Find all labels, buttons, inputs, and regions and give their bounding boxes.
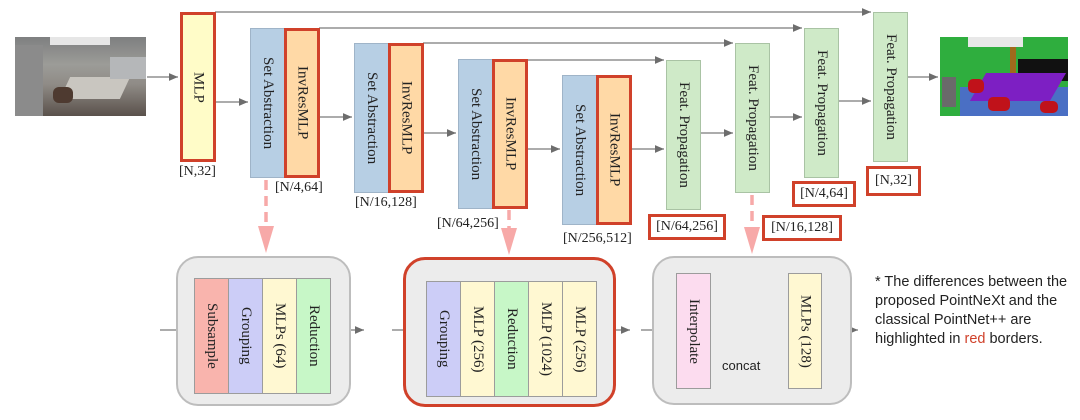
invresmlp-cells: Grouping MLP (256) Reduction MLP (1024) … (426, 281, 597, 397)
stage2-dims-label: [N/16,128] (355, 195, 417, 210)
set-abstraction-label-1: Set Abstraction (260, 56, 276, 150)
legend-note: * The differences between the proposed P… (875, 273, 1075, 349)
dashed-arrowhead-sa1 (258, 226, 274, 253)
irm-cell-grouping: Grouping (426, 281, 461, 397)
feat-propagation-label-2: Feat. Propagation (745, 65, 761, 171)
note-prefix: * The differences between the proposed P… (875, 274, 1068, 347)
feat-propagation-label-1: Feat. Propagation (676, 82, 692, 188)
seg-table (969, 73, 1067, 101)
seg-chairs-3 (1040, 101, 1058, 113)
sa-cell-reduction-label: Reduction (306, 305, 322, 367)
set-abstraction-label-3: Set Abstraction (468, 87, 484, 181)
seg-column (1010, 47, 1016, 79)
feat-propagation-label-4: Feat. Propagation (883, 34, 899, 140)
seg-wall-board (942, 77, 956, 107)
room-wall-left (15, 45, 43, 116)
irm-cell-mlp-256-out-label: MLP (256) (572, 305, 588, 373)
fp4-dims-box: [N,32] (866, 166, 921, 196)
set-abstraction-block-2: Set Abstraction (354, 43, 389, 193)
invresmlp-block-2: InvResMLP (388, 43, 424, 193)
ceiling-lights (50, 37, 110, 45)
sa-cell-reduction: Reduction (297, 278, 331, 394)
stem-dims-label: [N,32] (179, 164, 216, 179)
stem-mlp-label: MLP (190, 71, 207, 103)
feat-propagation-block-2: Feat. Propagation (735, 43, 770, 193)
set-abstraction-label-4: Set Abstraction (572, 103, 588, 197)
feat-propagation-block-4: Feat. Propagation (873, 12, 908, 162)
fp2-dims-box: [N/16,128] (762, 215, 842, 241)
feat-propagation-label-3: Feat. Propagation (814, 50, 830, 156)
irm-cell-mlp-1024: MLP (1024) (529, 281, 563, 397)
sa-cell-mlps: MLPs (64) (263, 278, 297, 394)
invresmlp-block-4: InvResMLP (596, 75, 632, 225)
sa-cell-subsample: Subsample (194, 278, 229, 394)
fp-cell-interpolate-label: Interpolate (686, 298, 702, 364)
fp3-dims-box: [N/4,64] (792, 181, 856, 207)
irm-cell-mlp-1024-label: MLP (1024) (538, 301, 554, 377)
irm-cell-reduction: Reduction (495, 281, 529, 397)
concat-label: concat (722, 358, 761, 373)
irm-cell-mlp-256: MLP (256) (461, 281, 495, 397)
invresmlp-label-1: InvResMLP (294, 66, 311, 140)
seg-ceiling (968, 37, 1023, 47)
seg-chairs (968, 79, 984, 93)
fp-cell-interpolate: Interpolate (676, 273, 711, 389)
irm-cell-reduction-label: Reduction (504, 308, 520, 370)
sa-cell-grouping-label: Grouping (238, 307, 254, 365)
irm-cell-mlp-256-out: MLP (256) (563, 281, 597, 397)
fp1-dims-box: [N/64,256] (648, 214, 726, 240)
invresmlp-label-3: InvResMLP (502, 97, 519, 171)
set-abstraction-block-3: Set Abstraction (458, 59, 493, 209)
note-highlight: red (964, 331, 986, 347)
irm-cell-grouping-label: Grouping (436, 310, 452, 368)
sa-cell-grouping: Grouping (229, 278, 263, 394)
feat-propagation-block-3: Feat. Propagation (804, 28, 839, 178)
stage3-dims-label: [N/64,256] (437, 216, 499, 231)
stage4-dims-label: [N/256,512] (563, 231, 632, 246)
seg-chairs-2 (988, 97, 1010, 111)
fp-cell-mlps-label: MLPs (128) (797, 294, 814, 368)
invresmlp-label-2: InvResMLP (398, 81, 415, 155)
stage1-dims-label: [N/4,64] (275, 180, 323, 195)
feat-propagation-block-1: Feat. Propagation (666, 60, 701, 210)
set-abstraction-label-2: Set Abstraction (364, 71, 380, 165)
set-abstraction-block-1: Set Abstraction (250, 28, 285, 178)
sa-cell-mlps-label: MLPs (64) (272, 303, 288, 369)
room-chairs (53, 87, 73, 103)
irm-cell-mlp-256-label: MLP (256) (470, 305, 486, 373)
fp-cell-mlps: MLPs (128) (788, 273, 822, 389)
output-segmentation-image (940, 37, 1068, 116)
invresmlp-block-1: InvResMLP (284, 28, 320, 178)
invresmlp-label-4: InvResMLP (606, 113, 623, 187)
dashed-arrowhead-fp2 (744, 227, 760, 254)
note-suffix: borders. (985, 331, 1043, 347)
dashed-arrowhead-invres3 (501, 228, 517, 255)
set-abstraction-cells: Subsample Grouping MLPs (64) Reduction (194, 278, 331, 394)
stem-mlp-block: MLP (180, 12, 216, 162)
input-scene-image (15, 37, 146, 116)
room-whiteboard (110, 57, 146, 79)
sa-cell-subsample-label: Subsample (204, 303, 220, 369)
invresmlp-block-3: InvResMLP (492, 59, 528, 209)
set-abstraction-block-4: Set Abstraction (562, 75, 597, 225)
